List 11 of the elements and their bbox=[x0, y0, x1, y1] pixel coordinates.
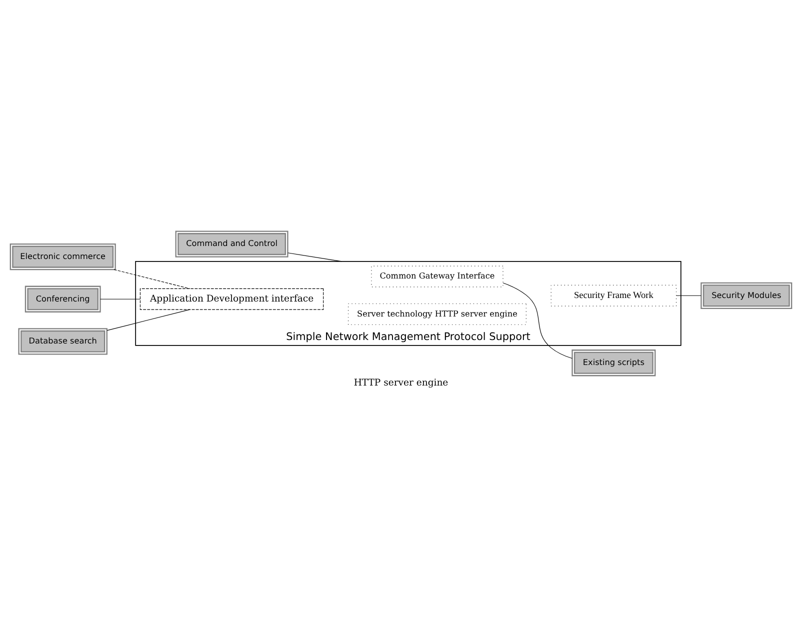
connector bbox=[100, 298, 140, 299]
connector bbox=[106, 308, 190, 330]
node-box: Application Development interface bbox=[140, 288, 324, 310]
connector bbox=[114, 268, 190, 288]
caption: HTTP server engine bbox=[354, 376, 448, 388]
node-box: Security Frame Work bbox=[550, 284, 677, 306]
connector bbox=[502, 282, 572, 358]
connector bbox=[676, 294, 702, 296]
node-box: Common Gateway Interface bbox=[371, 265, 504, 287]
node-box: Server technology HTTP server engine bbox=[348, 302, 526, 324]
connector bbox=[288, 252, 342, 262]
